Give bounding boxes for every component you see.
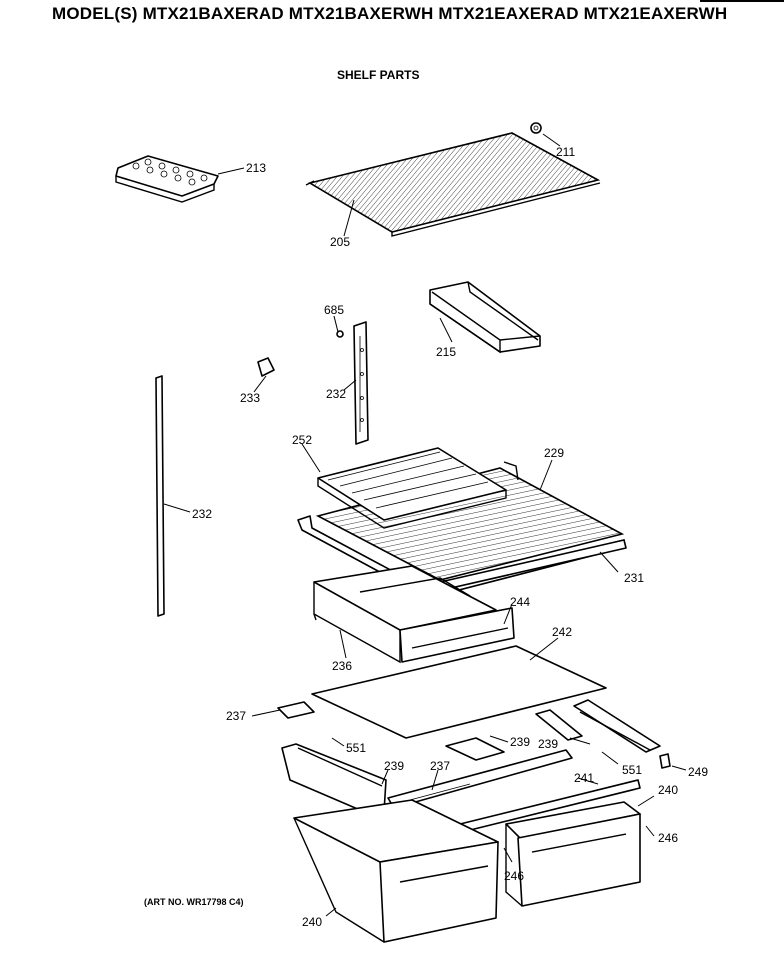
callout-242: 242 [552, 625, 572, 639]
part-236-drawer [313, 565, 515, 664]
part-240-crisper-left [293, 799, 499, 943]
callout-232: 232 [192, 507, 212, 521]
callout-239: 239 [384, 759, 404, 773]
callout-236: 236 [332, 659, 352, 673]
callout-240: 240 [302, 915, 322, 929]
top-rule [700, 0, 784, 2]
callout-239: 239 [538, 737, 558, 751]
callout-241: 241 [574, 771, 594, 785]
leader-lines [163, 133, 687, 917]
callout-551: 551 [346, 741, 366, 755]
callout-244: 244 [510, 595, 530, 609]
part-242-glass-panel [311, 645, 607, 739]
part-232-rail-upper [353, 321, 369, 445]
callout-551: 551 [622, 763, 642, 777]
part-right-slide-rail [535, 699, 661, 753]
callout-labels: 211 213 205 685 215 233 232 232 252 229 … [192, 145, 708, 929]
part-239-frame-left [281, 743, 387, 817]
part-240-crisper-right [505, 801, 641, 907]
callout-215: 215 [436, 345, 456, 359]
callout-237: 237 [226, 709, 246, 723]
part-249-clip [659, 753, 671, 769]
callout-239: 239 [510, 735, 530, 749]
part-252-glass-shelf [317, 447, 507, 529]
callout-685: 685 [324, 303, 344, 317]
part-239-bracket-middle [445, 737, 505, 761]
callout-229: 229 [544, 446, 564, 460]
part-232-rail-left [155, 375, 165, 617]
callout-249: 249 [688, 765, 708, 779]
callout-232: 232 [326, 387, 346, 401]
page-title: MODEL(S) MTX21BAXERAD MTX21BAXERWH MTX21… [52, 4, 728, 23]
callout-240: 240 [658, 783, 678, 797]
callout-246: 246 [658, 831, 678, 845]
page-subtitle: SHELF PARTS [337, 68, 420, 82]
part-233-clip [257, 357, 275, 377]
part-211-cap [530, 122, 542, 134]
callout-213: 213 [246, 161, 266, 175]
part-215-bin [429, 281, 541, 354]
callout-252: 252 [292, 433, 312, 447]
callout-231: 231 [624, 571, 644, 585]
callout-233: 233 [240, 391, 260, 405]
part-213-egg-tray [115, 155, 219, 203]
part-685-screw [336, 330, 344, 338]
callout-246: 246 [504, 869, 524, 883]
part-237-bracket-left [277, 701, 315, 719]
callout-211: 211 [556, 145, 575, 159]
art-number: (ART NO. WR17798 C4) [144, 897, 244, 907]
part-205-wire-shelf [305, 132, 601, 237]
callout-205: 205 [330, 235, 350, 249]
callout-237: 237 [430, 759, 450, 773]
